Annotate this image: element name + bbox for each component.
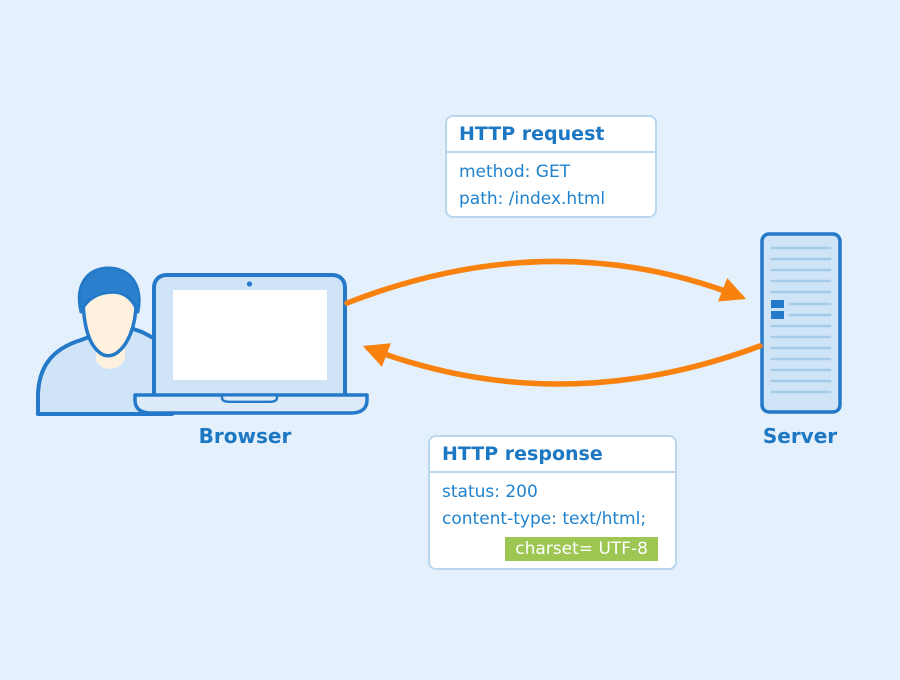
server-led-icon [771,300,784,308]
server-label: Server [762,424,838,448]
http-request-body: method: GET path: /index.html [447,153,655,213]
http-request-title: HTTP request [447,117,655,153]
laptop-camera-icon [246,281,253,287]
http-response-box: HTTP response status: 200 content-type: … [428,435,677,570]
curved-arrow-right-icon [344,258,747,306]
http-request-box: HTTP request method: GET path: /index.ht… [445,115,657,218]
person-icon [36,266,174,416]
laptop-icon [133,273,369,415]
request-method-line: method: GET [459,162,571,182]
charset-badge: charset= UTF-8 [505,537,658,561]
server-tower-icon [760,232,842,414]
curved-arrow-left-icon [362,343,763,387]
response-status-line: status: 200 [442,482,538,502]
browser-label: Browser [198,424,292,448]
request-path-line: path: /index.html [459,189,606,209]
response-content-type-line: content-type: text/html; [442,509,647,529]
charset-badge-row: charset= UTF-8 [442,537,663,561]
http-response-body: status: 200 content-type: text/html; cha… [430,473,675,561]
http-response-title: HTTP response [430,437,675,473]
laptop-screen [173,290,327,380]
server-led-icon [771,311,784,319]
